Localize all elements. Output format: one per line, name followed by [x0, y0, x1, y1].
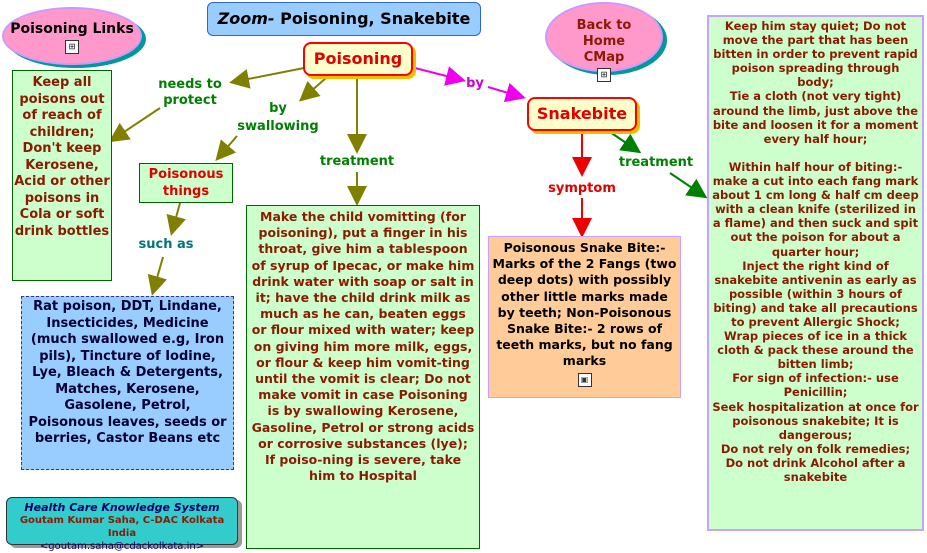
arrow-poisoning-needs [229, 67, 305, 89]
arrow-treatment-box2 [669, 172, 708, 199]
link-by: by [466, 76, 484, 91]
back-home-cmap-button[interactable]: Back to Home CMap ⊞ [545, 2, 663, 82]
title-zoom: Zoom- [217, 9, 275, 28]
link-by-swallowing: by swallowing [237, 101, 319, 134]
box-snake-treatment: Keep him stay quiet; Do not move the par… [707, 15, 924, 531]
title-rest: Poisoning, Snakebite [274, 9, 471, 28]
link-treatment-snakebite: treatment [618, 155, 694, 170]
link-symptom: symptom [548, 181, 616, 196]
back-home-label: Back to Home CMap [576, 18, 632, 65]
arrow-needs-keep [108, 107, 161, 143]
cmap-icon[interactable]: ⊞ [597, 68, 611, 82]
arrow-poisoning-swallow [298, 77, 327, 102]
footer-title: Health Care Knowledge System [24, 501, 220, 514]
arrow-swallow-things [215, 135, 238, 162]
link-treatment-poisoning: treatment [319, 154, 395, 169]
arrow-suchas-examples [147, 256, 168, 296]
snake-symptom-text: Poisonous Snake Bite:- Marks of the 2 Fa… [492, 240, 677, 369]
box-child-treatment: Make the child vomitting (for poisoning)… [246, 205, 480, 549]
poisoning-links-label: Poisoning Links [10, 21, 134, 37]
arrow-by-snakebite [487, 82, 526, 103]
image-icon[interactable]: ▣ [577, 372, 592, 387]
footer-credits: Health Care Knowledge System Goutam Kuma… [6, 497, 238, 552]
concept-poisoning[interactable]: Poisoning [303, 42, 413, 76]
arrow-things-suchas [166, 202, 186, 236]
link-needs-to-protect: needs to protect [158, 77, 222, 108]
cmap-icon[interactable]: ⊞ [65, 40, 79, 54]
footer-email: <goutam.saha@cdackolkata.in> [39, 541, 205, 552]
arrow-poisoning-by [414, 66, 466, 86]
footer-author: Goutam Kumar Saha, C-DAC Kolkata India [19, 515, 225, 539]
box-poison-examples: Rat poison, DDT, Lindane, Insecticides, … [21, 296, 234, 470]
concept-snakebite[interactable]: Snakebite [527, 97, 637, 131]
concept-poisonous-things[interactable]: Poisonous things [139, 163, 233, 203]
link-such-as: such as [138, 237, 194, 252]
page-title: Zoom- Poisoning, Snakebite [207, 2, 481, 36]
box-keep-poisons: Keep all poisons out of reach of childre… [12, 70, 112, 281]
arrow-snakebite-treatment [609, 131, 642, 154]
poisoning-links-button[interactable]: Poisoning Links ⊞ [2, 7, 142, 65]
box-snake-symptom: Poisonous Snake Bite:- Marks of the 2 Fa… [488, 236, 681, 398]
